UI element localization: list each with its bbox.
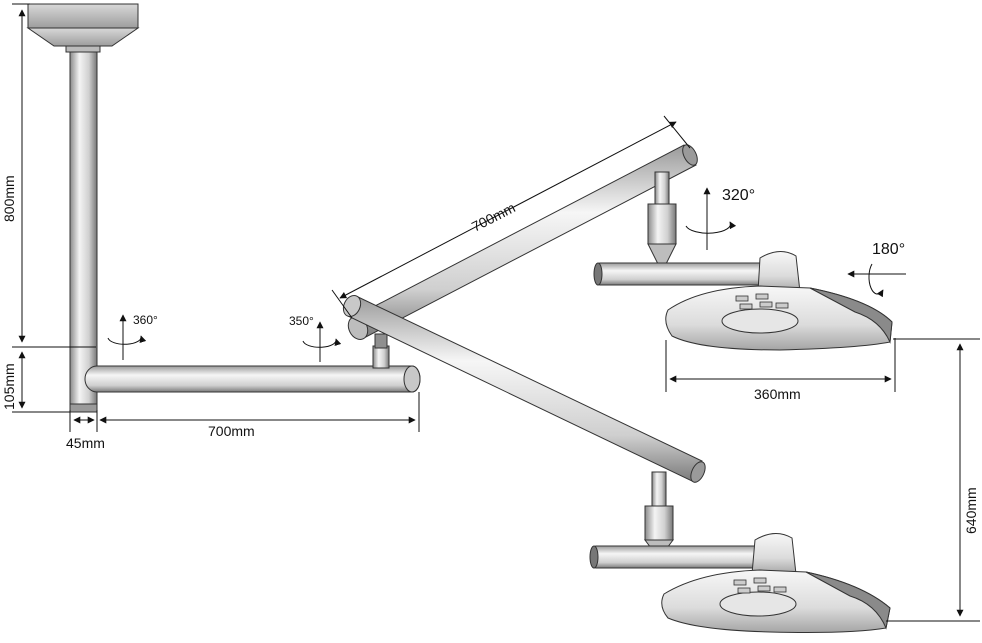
lamp-drop-label: 640mm	[963, 487, 979, 534]
rotation-icon-180	[847, 263, 906, 298]
mount-offset-label: 105mm	[1, 363, 17, 410]
yoke-rotation-label: 320°	[722, 187, 756, 204]
rotation-icon-360	[107, 314, 147, 360]
arm-rotation-label: 350°	[289, 314, 314, 328]
ceiling-height-label: 800mm	[1, 175, 17, 222]
rotation-icon-350	[302, 321, 342, 362]
mount-rotation-label: 360°	[133, 313, 158, 327]
dimension-lines	[12, 3, 980, 622]
vertical-post	[69, 51, 98, 413]
head-tilt-label: 180°	[872, 241, 906, 258]
lower-arm	[342, 294, 706, 557]
first-arm	[84, 333, 421, 393]
rotation-icon-320	[685, 187, 737, 250]
ceiling-canopy	[26, 3, 140, 53]
upper-lamp	[593, 251, 893, 351]
upper-arm	[347, 144, 698, 340]
lower-lamp	[589, 533, 891, 633]
lamp-head-diameter-label: 360mm	[754, 386, 801, 402]
tube-diameter-label: 45mm	[66, 435, 105, 451]
first-arm-length-label: 700mm	[208, 423, 255, 439]
